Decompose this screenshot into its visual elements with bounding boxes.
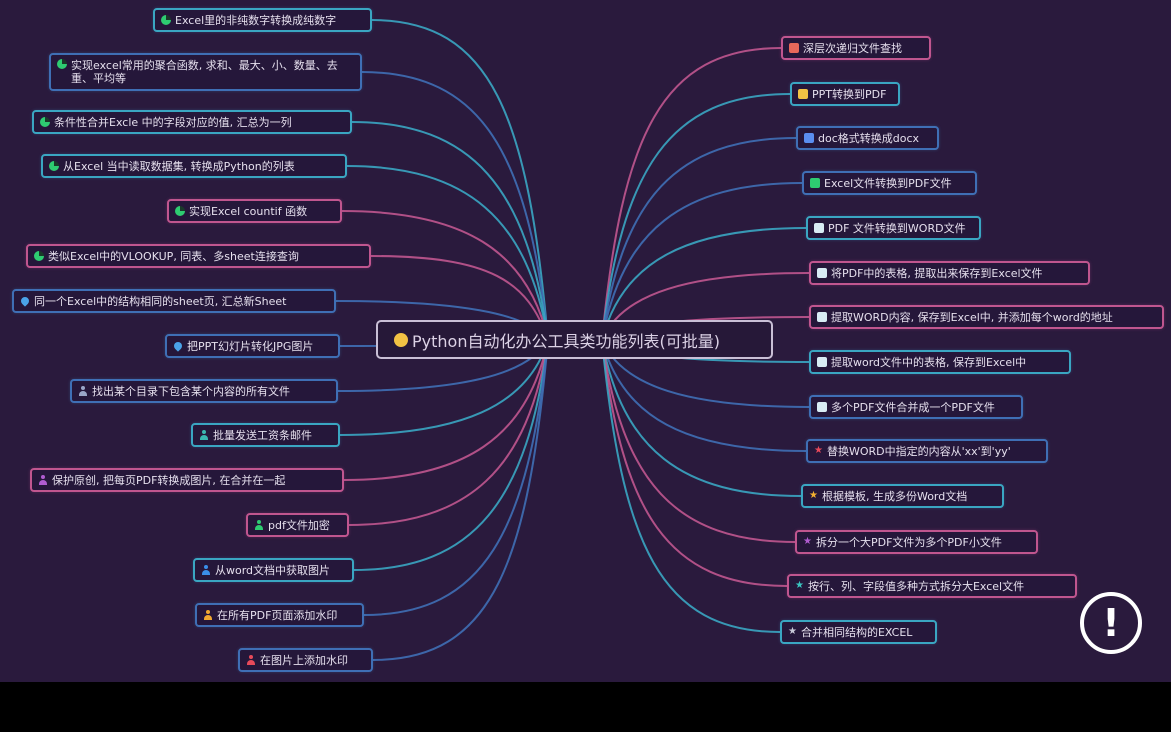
right-node-13[interactable]: ★合并相同结构的EXCEL	[780, 620, 937, 644]
node-label: 替换WORD中指定的内容从'xx'到'yy'	[826, 444, 1011, 458]
left-node-3[interactable]: 从Excel 当中读取数据集, 转换成Python的列表	[41, 154, 347, 178]
left-node-12[interactable]: 从word文档中获取图片	[193, 558, 354, 582]
node-label: 提取WORD内容, 保存到Excel中, 并添加每个word的地址	[831, 310, 1113, 324]
progress-pie-icon	[57, 59, 67, 69]
star-icon: ★	[788, 626, 797, 637]
person-icon	[246, 655, 256, 665]
node-label: pdf文件加密	[268, 518, 330, 532]
node-label: 实现Excel countif 函数	[189, 204, 308, 218]
node-label: 深层次递归文件查找	[803, 41, 902, 55]
left-node-0[interactable]: Excel里的非纯数字转换成纯数字	[153, 8, 372, 32]
progress-pie-icon	[34, 251, 44, 261]
right-node-1[interactable]: PPT转换到PDF	[790, 82, 900, 106]
node-label: 从Excel 当中读取数据集, 转换成Python的列表	[63, 159, 295, 173]
square-icon	[789, 43, 799, 53]
left-node-13[interactable]: 在所有PDF页面添加水印	[195, 603, 364, 627]
star-icon: ★	[809, 490, 818, 501]
node-label: PPT转换到PDF	[812, 87, 887, 101]
left-node-2[interactable]: 条件性合并Excle 中的字段对应的值, 汇总为一列	[32, 110, 352, 134]
square-icon	[804, 133, 814, 143]
node-label: 提取word文件中的表格, 保存到Excel中	[831, 355, 1027, 369]
progress-pie-icon	[40, 117, 50, 127]
progress-pie-icon	[175, 206, 185, 216]
left-node-10[interactable]: 保护原创, 把每页PDF转换成图片, 在合并在一起	[30, 468, 344, 492]
yellow-dot-icon	[394, 332, 408, 347]
right-node-4[interactable]: PDF 文件转换到WORD文件	[806, 216, 981, 240]
square-icon	[817, 402, 827, 412]
exclamation-circle-icon[interactable]: !	[1080, 592, 1142, 654]
star-icon: ★	[795, 580, 804, 591]
drop-icon	[19, 295, 31, 307]
square-icon	[814, 223, 824, 233]
node-label: 批量发送工资条邮件	[213, 428, 312, 442]
node-label: 条件性合并Excle 中的字段对应的值, 汇总为一列	[54, 115, 292, 129]
square-icon	[798, 89, 808, 99]
right-node-9[interactable]: ★替换WORD中指定的内容从'xx'到'yy'	[806, 439, 1048, 463]
left-node-7[interactable]: 把PPT幻灯片转化JPG图片	[165, 334, 340, 358]
node-label: Excel里的非纯数字转换成纯数字	[175, 13, 337, 27]
person-icon	[199, 430, 209, 440]
right-node-7[interactable]: 提取word文件中的表格, 保存到Excel中	[809, 350, 1071, 374]
node-label: 在所有PDF页面添加水印	[217, 608, 338, 622]
node-label: 将PDF中的表格, 提取出来保存到Excel文件	[831, 266, 1043, 280]
node-label: 实现excel常用的聚合函数, 求和、最大、小、数量、去重、平均等	[71, 59, 338, 85]
node-label: 类似Excel中的VLOOKUP, 同表、多sheet连接查询	[48, 249, 299, 263]
left-node-6[interactable]: 同一个Excel中的结构相同的sheet页, 汇总新Sheet	[12, 289, 336, 313]
person-icon	[201, 565, 211, 575]
right-node-3[interactable]: Excel文件转换到PDF文件	[802, 171, 977, 195]
right-node-5[interactable]: 将PDF中的表格, 提取出来保存到Excel文件	[809, 261, 1090, 285]
progress-pie-icon	[161, 15, 171, 25]
person-icon	[203, 610, 213, 620]
left-node-5[interactable]: 类似Excel中的VLOOKUP, 同表、多sheet连接查询	[26, 244, 371, 268]
left-node-14[interactable]: 在图片上添加水印	[238, 648, 373, 672]
square-icon	[817, 357, 827, 367]
person-icon	[38, 475, 48, 485]
right-node-10[interactable]: ★根据模板, 生成多份Word文档	[801, 484, 1004, 508]
node-label: doc格式转换成docx	[818, 131, 920, 145]
node-label: 把PPT幻灯片转化JPG图片	[187, 339, 314, 353]
node-label: 按行、列、字段值多种方式拆分大Excel文件	[807, 579, 1025, 593]
node-label: 多个PDF文件合并成一个PDF文件	[831, 400, 995, 414]
right-node-8[interactable]: 多个PDF文件合并成一个PDF文件	[809, 395, 1023, 419]
left-node-9[interactable]: 批量发送工资条邮件	[191, 423, 340, 447]
square-icon	[817, 312, 827, 322]
left-node-8[interactable]: 找出某个目录下包含某个内容的所有文件	[70, 379, 338, 403]
person-icon	[78, 386, 88, 396]
node-label: 找出某个目录下包含某个内容的所有文件	[92, 384, 290, 398]
root-node[interactable]: Python自动化办公工具类功能列表(可批量)	[376, 320, 773, 359]
node-label: 合并相同结构的EXCEL	[800, 625, 913, 639]
square-icon	[817, 268, 827, 278]
star-icon: ★	[803, 536, 812, 547]
node-label: 保护原创, 把每页PDF转换成图片, 在合并在一起	[52, 473, 286, 487]
mindmap-canvas: Excel里的非纯数字转换成纯数字实现excel常用的聚合函数, 求和、最大、小…	[0, 0, 1171, 682]
drop-icon	[172, 340, 184, 352]
star-icon: ★	[814, 445, 823, 456]
node-label: 根据模板, 生成多份Word文档	[821, 489, 968, 503]
right-node-2[interactable]: doc格式转换成docx	[796, 126, 939, 150]
right-node-11[interactable]: ★拆分一个大PDF文件为多个PDF小文件	[795, 530, 1038, 554]
root-label: Python自动化办公工具类功能列表(可批量)	[412, 331, 720, 351]
node-label: 从word文档中获取图片	[215, 563, 331, 577]
left-node-11[interactable]: pdf文件加密	[246, 513, 349, 537]
node-label: 同一个Excel中的结构相同的sheet页, 汇总新Sheet	[34, 294, 287, 308]
node-label: PDF 文件转换到WORD文件	[828, 221, 966, 235]
progress-pie-icon	[49, 161, 59, 171]
node-label: 拆分一个大PDF文件为多个PDF小文件	[815, 535, 1002, 549]
left-node-1[interactable]: 实现excel常用的聚合函数, 求和、最大、小、数量、去重、平均等	[49, 53, 362, 91]
node-label: Excel文件转换到PDF文件	[824, 176, 952, 190]
node-label: 在图片上添加水印	[260, 653, 348, 667]
right-node-6[interactable]: 提取WORD内容, 保存到Excel中, 并添加每个word的地址	[809, 305, 1164, 329]
square-icon	[810, 178, 820, 188]
bottom-bar	[0, 682, 1171, 732]
right-node-0[interactable]: 深层次递归文件查找	[781, 36, 931, 60]
right-node-12[interactable]: ★按行、列、字段值多种方式拆分大Excel文件	[787, 574, 1077, 598]
person-icon	[254, 520, 264, 530]
left-node-4[interactable]: 实现Excel countif 函数	[167, 199, 342, 223]
